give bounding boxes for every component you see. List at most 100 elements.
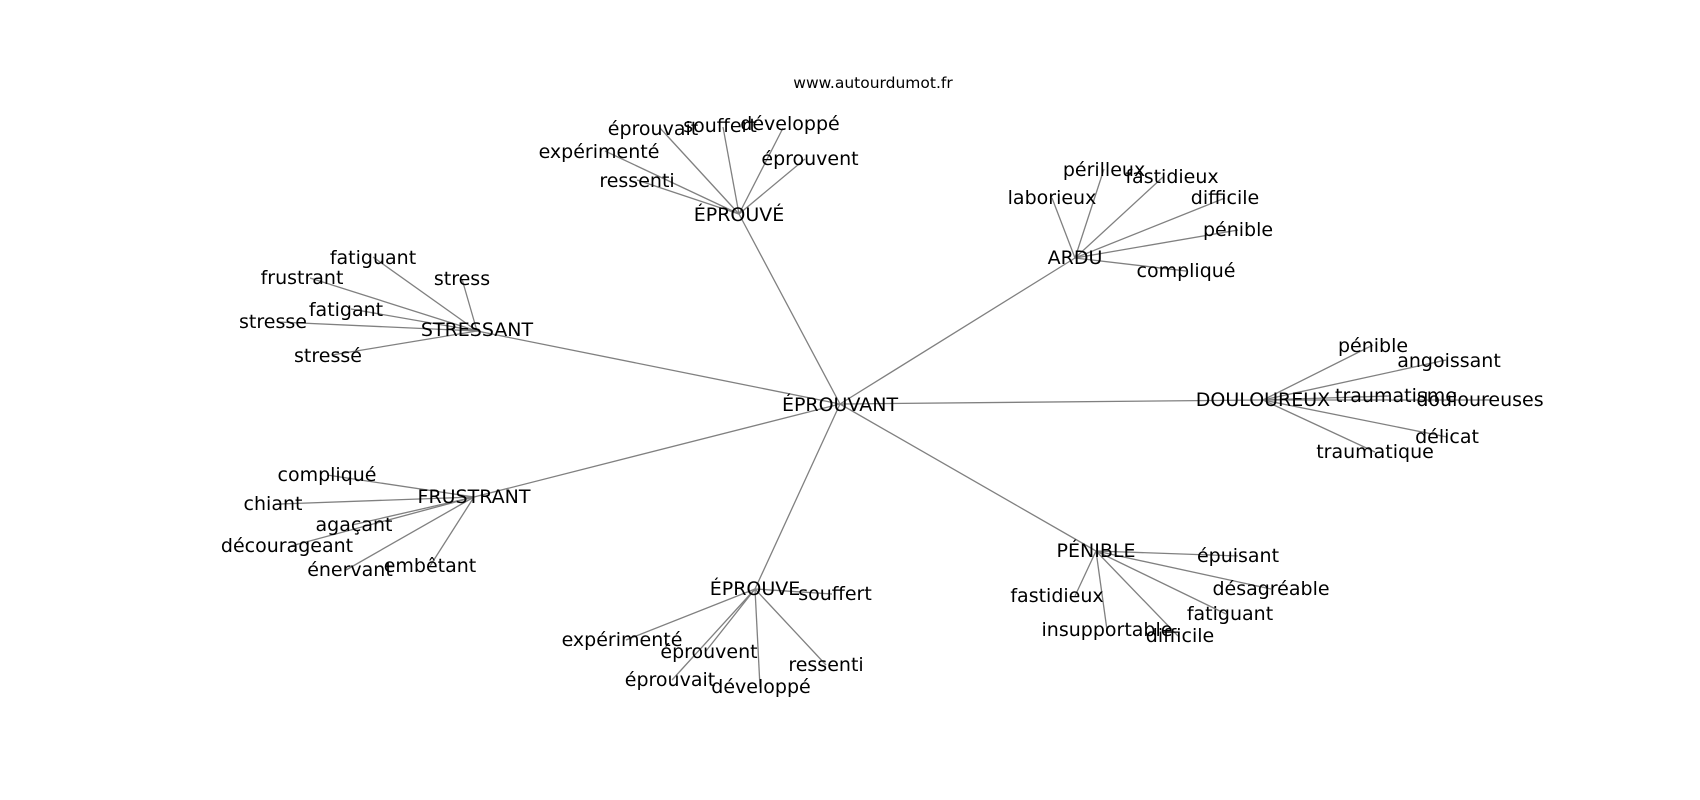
hub-node: ÉPROUVÉ bbox=[694, 203, 785, 226]
hub-node: FRUSTRANT bbox=[418, 486, 531, 508]
hub-leaf-edge bbox=[754, 588, 761, 688]
hub-leaf-edge bbox=[351, 496, 475, 526]
leaf-node: éprouvait bbox=[608, 118, 698, 140]
hub-leaf-edge bbox=[1074, 176, 1164, 259]
leaf-node: laborieux bbox=[1008, 187, 1097, 209]
leaf-node: angoissant bbox=[1397, 350, 1501, 372]
leaf-node: insupportable bbox=[1042, 619, 1173, 641]
leaf-node: pénible bbox=[1338, 335, 1408, 357]
center-hub-edge bbox=[473, 403, 841, 498]
source-label: www.autourdumot.fr bbox=[793, 74, 953, 92]
hub-leaf-edge bbox=[1074, 197, 1226, 259]
leaf-node: éprouvent bbox=[761, 148, 858, 170]
hub-leaf-edge bbox=[1074, 257, 1187, 272]
hub-leaf-edge bbox=[345, 496, 475, 571]
leaf-node: stresse bbox=[239, 311, 307, 333]
leaf-node: ressenti bbox=[788, 654, 863, 676]
leaf-node: éprouvent bbox=[660, 641, 757, 663]
hub-leaf-edge bbox=[738, 158, 806, 215]
center-hub-edge bbox=[476, 330, 841, 405]
hub-leaf-edge bbox=[659, 127, 740, 215]
hub-node: ÉPROUVE bbox=[710, 577, 801, 600]
leaf-node: pénible bbox=[1203, 219, 1273, 241]
center-hub-edge bbox=[839, 257, 1076, 405]
hub-leaf-edge bbox=[279, 496, 475, 505]
leaf-node: fatigant bbox=[309, 299, 383, 321]
hub-node: STRESSANT bbox=[421, 319, 534, 341]
hub-leaf-edge bbox=[1095, 550, 1108, 631]
hub-leaf-edge bbox=[350, 308, 478, 332]
leaf-node: souffert bbox=[683, 115, 757, 137]
leaf-node: énervant bbox=[307, 559, 393, 581]
leaf-node: désagréable bbox=[1212, 578, 1329, 600]
hub-leaf-edge bbox=[309, 277, 478, 332]
leaf-node: épuisant bbox=[1197, 545, 1279, 567]
leaf-node: expérimenté bbox=[539, 141, 660, 163]
hub-leaf-edge bbox=[671, 588, 756, 681]
hub-leaf-edge bbox=[1262, 395, 1391, 401]
center-node: ÉPROUVANT bbox=[782, 393, 899, 416]
hub-leaf-edge bbox=[331, 330, 478, 356]
hub-leaf-edge bbox=[1074, 550, 1097, 597]
leaf-node: développé bbox=[711, 676, 810, 698]
hub-leaf-edge bbox=[1074, 229, 1239, 259]
hub-leaf-edge bbox=[277, 321, 478, 332]
hub-leaf-edge bbox=[754, 588, 833, 595]
hub-leaf-edge bbox=[625, 588, 756, 641]
leaf-node: délicat bbox=[1415, 426, 1479, 448]
center-hub-edge bbox=[839, 399, 1264, 405]
hub-node: DOULOUREUX bbox=[1196, 389, 1330, 411]
leaf-node: frustrant bbox=[261, 267, 344, 289]
center-hub-edge bbox=[738, 213, 841, 405]
leaf-node: difficile bbox=[1146, 625, 1214, 647]
leaf-node: compliqué bbox=[1137, 260, 1236, 282]
leaf-node: douloureuses bbox=[1416, 389, 1543, 411]
hub-leaf-edge bbox=[1095, 550, 1227, 615]
hub-leaf-edge bbox=[1095, 550, 1272, 590]
hub-leaf-edge bbox=[429, 496, 475, 567]
leaf-node: développé bbox=[740, 113, 839, 135]
leaf-node: fatiguant bbox=[330, 247, 416, 269]
hub-node: ARDU bbox=[1048, 247, 1103, 269]
leaf-node: traumatisme bbox=[1335, 385, 1457, 407]
center-hub-edge bbox=[754, 403, 841, 590]
hub-leaf-edge bbox=[1262, 344, 1374, 401]
hub-leaf-edge bbox=[326, 474, 475, 498]
leaf-node: expérimenté bbox=[562, 629, 683, 651]
leaf-node: chiant bbox=[244, 493, 303, 515]
edges bbox=[277, 126, 1490, 688]
hub-leaf-edge bbox=[1051, 197, 1076, 259]
leaf-node: stress bbox=[434, 268, 490, 290]
hub-leaf-edge bbox=[705, 588, 756, 652]
leaf-node: embêtant bbox=[384, 555, 477, 577]
hub-leaf-edge bbox=[290, 496, 475, 547]
hub-leaf-edge bbox=[1095, 550, 1179, 637]
hub-leaf-edge bbox=[738, 127, 784, 215]
leaf-node: ressenti bbox=[599, 170, 674, 192]
hub-leaf-edge bbox=[1262, 359, 1447, 401]
leaf-node: fastidieux bbox=[1010, 585, 1103, 607]
hub-leaf-edge bbox=[722, 126, 740, 215]
hub-leaf-edge bbox=[1262, 399, 1376, 453]
leaf-node: souffert bbox=[798, 583, 872, 605]
leaf-node: stressé bbox=[294, 345, 362, 367]
leaf-node: périlleux bbox=[1063, 159, 1145, 181]
hub-leaf-edge bbox=[1095, 550, 1239, 557]
leaf-node: agaçant bbox=[316, 514, 393, 536]
hub-leaf-edge bbox=[604, 150, 740, 215]
leaf-node: compliqué bbox=[278, 464, 377, 486]
hub-leaf-edge bbox=[1074, 168, 1105, 259]
leaf-node: fastidieux bbox=[1125, 166, 1218, 188]
leaf-node: traumatique bbox=[1316, 441, 1434, 463]
hub-leaf-edge bbox=[754, 588, 827, 666]
labels: ÉPROUVANT ÉPROUVÉ éprouvait souffert dév… bbox=[221, 113, 1544, 698]
leaf-node: décourageant bbox=[221, 535, 353, 557]
center-hub-edge bbox=[839, 403, 1097, 552]
hub-leaf-edge bbox=[1262, 399, 1448, 438]
hub-leaf-edge bbox=[636, 179, 740, 215]
leaf-node: éprouvait bbox=[625, 669, 715, 691]
hub-leaf-edge bbox=[372, 256, 478, 332]
hub-leaf-edge bbox=[461, 278, 478, 332]
hub-node: PÉNIBLE bbox=[1057, 539, 1136, 562]
